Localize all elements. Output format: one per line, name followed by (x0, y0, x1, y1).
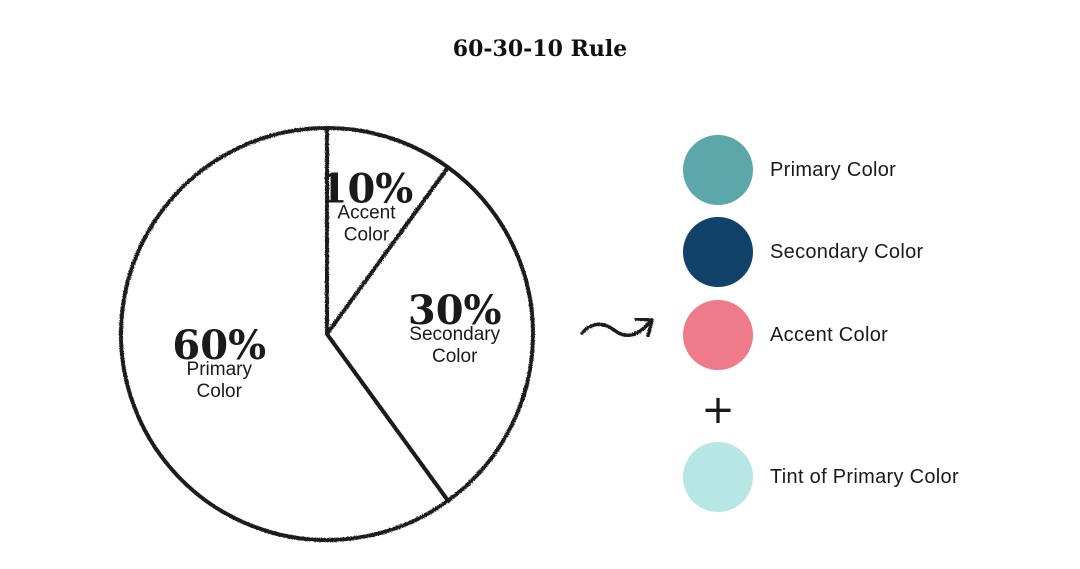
slice-label-secondary-line-2: Color (432, 346, 478, 367)
legend-label-accent: Accent Color (770, 324, 889, 346)
pct-label-primary: 60% (172, 322, 266, 369)
slice-label-primary-line-1: Primary (187, 359, 253, 380)
slice-label-accent-line-1: Accent (337, 203, 396, 224)
slice-label-accent-line-2: Color (344, 225, 390, 246)
legend-label-primary: Primary Color (770, 159, 897, 181)
slice-label-secondary-line-1: Secondary (409, 324, 500, 345)
pie-slice-accent (325, 126, 451, 336)
curved-arrow-icon (580, 317, 654, 338)
pie-slice-primary (119, 126, 451, 542)
legend-swatch-secondary (683, 217, 753, 287)
plus-symbol: + (701, 387, 735, 433)
legend-label-secondary: Secondary Color (770, 241, 924, 263)
legend-swatch-primary (683, 135, 753, 205)
chart-title: 60-30-10 Rule (452, 36, 628, 62)
legend-swatch-accent (683, 300, 753, 370)
legend-swatch-tint (683, 442, 753, 512)
pct-label-secondary: 30% (408, 287, 502, 334)
legend-label-tint: Tint of Primary Color (770, 466, 959, 488)
pct-label-accent: 10% (320, 166, 414, 213)
slice-label-primary-line-2: Color (197, 381, 243, 402)
pie-slice-secondary (325, 165, 535, 503)
